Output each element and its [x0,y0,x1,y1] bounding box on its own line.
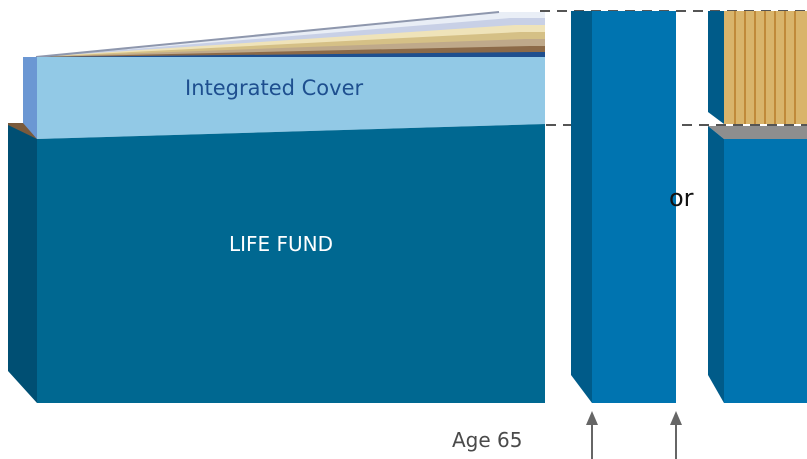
fund-front [37,124,545,403]
gold-stripe [744,11,746,124]
cover-front [37,57,545,139]
arrow-head [670,411,682,425]
fanned-page-edge [35,11,500,58]
right-upper-side [708,11,724,124]
gold-stripes [734,11,796,124]
right-lower-front [724,139,807,403]
middle-column-side [571,11,592,403]
up-arrow-icon [670,411,682,459]
right-lower-side [708,126,724,403]
right-lower-top [708,126,807,139]
age-label: Age 65 [452,428,523,452]
life-fund-label: LIFE FUND [229,232,334,256]
up-arrow-icon [586,411,598,459]
gold-stripe [794,11,796,124]
arrow-head [586,411,598,425]
or-label: or [669,184,694,212]
fanned-pages [35,11,545,58]
gold-stripe [764,11,766,124]
gold-stripe [754,11,756,124]
integrated-cover-label: Integrated Cover [185,76,364,100]
gold-stripe [734,11,736,124]
fanned-page [36,52,545,58]
gold-stripe [774,11,776,124]
fund-side [8,125,37,403]
gold-stripe [784,11,786,124]
middle-column-front [592,11,676,403]
cover-side [23,57,37,139]
